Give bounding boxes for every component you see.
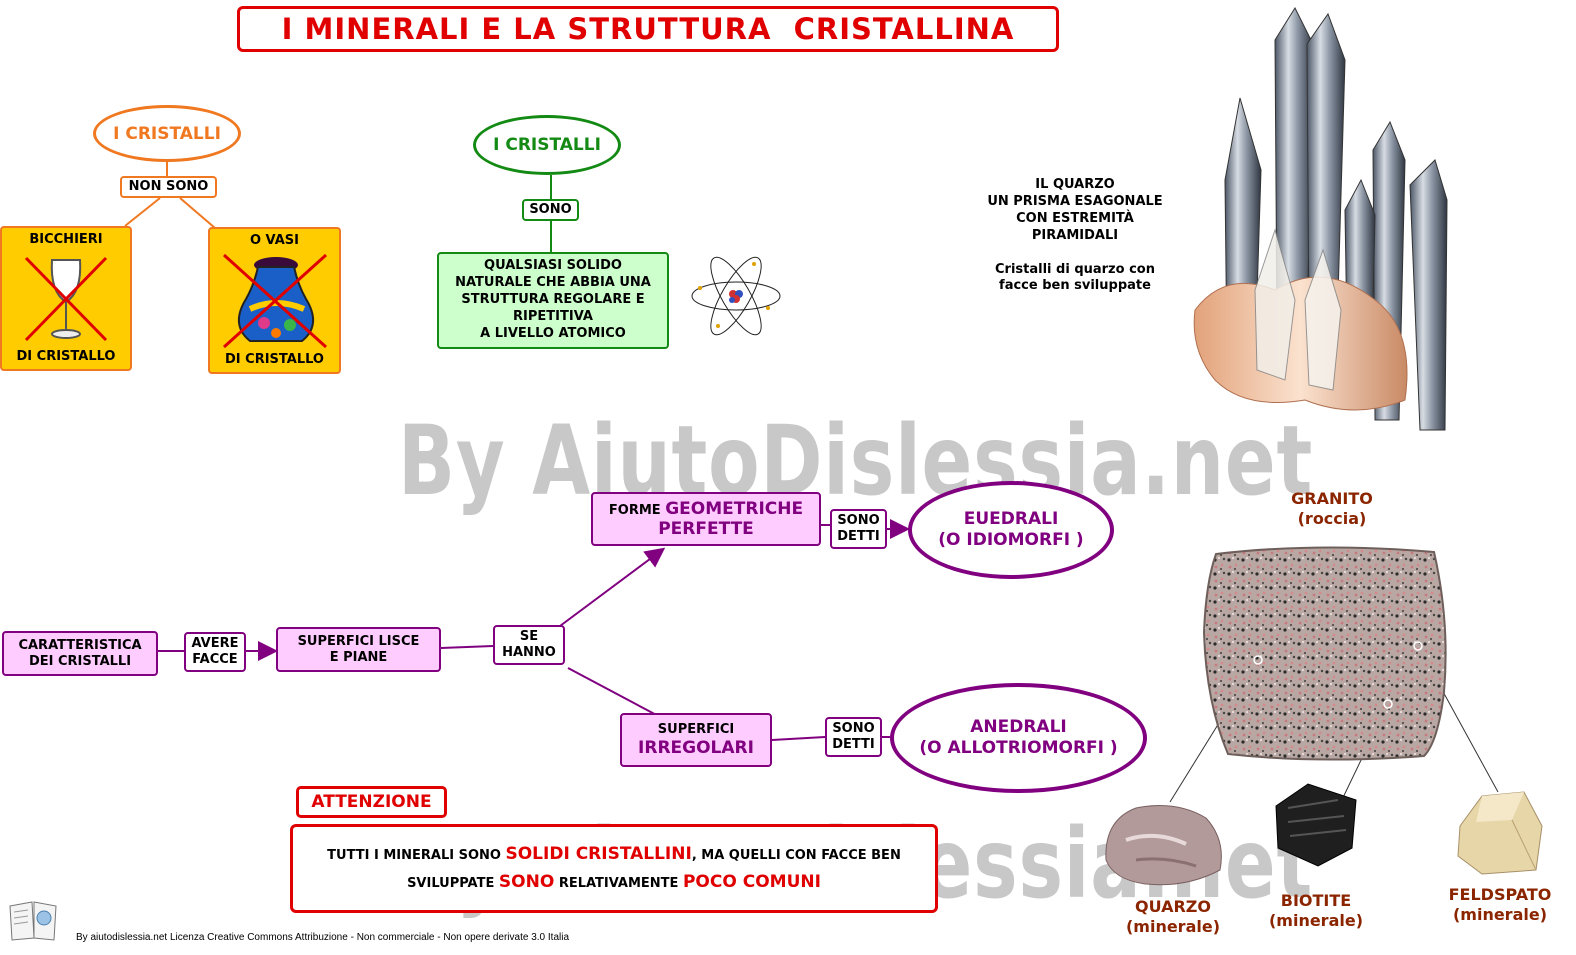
link-sono-detti-lower: SONO DETTI: [825, 717, 882, 757]
mineral-caption-biotite: BIOTITE (minerale): [1256, 891, 1376, 931]
box-bicchieri-bottom: DI CRISTALLO: [16, 349, 116, 364]
attention-emph: SONO: [498, 871, 555, 892]
attention-label: ATTENZIONE: [296, 786, 447, 818]
result-anedrali: ANEDRALI (O ALLOTRIOMORFI ): [890, 683, 1147, 793]
link-sono-detti-upper: SONO DETTI: [830, 509, 887, 549]
center-link-sono: SONO: [522, 199, 579, 221]
mineral-kind: (minerale): [1268, 911, 1364, 930]
definition-line: RIPETITIVA: [513, 308, 593, 324]
box-vasi-bottom: DI CRISTALLO: [225, 352, 324, 367]
mineral-name: BIOTITE: [1280, 891, 1352, 910]
watermark-top: By AiutoDislessia.net: [398, 405, 1314, 517]
quartz-info-line: CON ESTREMITÀ: [1016, 210, 1134, 226]
attention-text: SVILUPPATE: [407, 875, 495, 891]
box-vasi-top: O VASI: [249, 233, 300, 248]
box-superfici-lisce: SUPERFICI LISCE E PIANE: [276, 627, 441, 672]
mineral-name: QUARZO: [1134, 897, 1211, 916]
definition-line: A LIVELLO ATOMICO: [480, 325, 626, 341]
link-line: SONO: [837, 513, 880, 529]
box-bicchieri-top: BICCHIERI: [29, 232, 103, 247]
center-root-ellipse: I CRISTALLI: [473, 115, 621, 175]
box-bicchieri: BICCHIERI DI CRISTALLO: [0, 226, 132, 371]
left-link-label: NON SONO: [128, 179, 209, 195]
box-caratteristica-line: DEI CRISTALLI: [28, 653, 132, 669]
result-euedrali-line: EUEDRALI: [963, 508, 1059, 529]
quartz-caption-line: Cristalli di quarzo con: [995, 261, 1155, 277]
link-line: SONO: [832, 721, 875, 737]
box-forme-prefix: FORME: [608, 502, 661, 518]
link-se-hanno: SE HANNO: [493, 625, 565, 665]
left-root-ellipse: I CRISTALLI: [93, 105, 241, 162]
attention-text: TUTTI I MINERALI SONO: [327, 848, 501, 864]
center-link-label: SONO: [529, 202, 572, 218]
attention-label-text: ATTENZIONE: [311, 791, 432, 812]
quartz-info-line: IL QUARZO: [1035, 177, 1115, 192]
quartz-info-line: PIRAMIDALI: [1031, 227, 1119, 243]
result-euedrali: EUEDRALI (O IDIOMORFI ): [908, 481, 1114, 579]
link-line: SE: [519, 629, 539, 645]
mineral-kind: (minerale): [1452, 905, 1548, 924]
attention-emph: POCO COMUNI: [682, 871, 821, 892]
box-forme-geometriche: FORME GEOMETRICHE PERFETTE: [591, 492, 821, 546]
granite-caption: GRANITO (roccia): [1262, 489, 1402, 529]
feldspar-mineral-image: [1457, 791, 1543, 875]
mineral-name: FELDSPATO: [1448, 885, 1552, 904]
box-superfici-irregolari: SUPERFICI IRREGOLARI: [620, 713, 772, 767]
box-superfici-line: E PIANE: [329, 649, 388, 665]
left-root-label: I CRISTALLI: [113, 123, 221, 144]
link-line: AVERE: [191, 636, 239, 652]
attention-text: , MA QUELLI CON FACCE BEN: [691, 848, 901, 864]
box-irregolari-emph: IRREGOLARI: [638, 737, 754, 758]
quartz-info-line: UN PRISMA ESAGONALE: [987, 193, 1163, 209]
box-forme-emph: GEOMETRICHE: [665, 498, 804, 519]
box-vasi: O VASI DI CRISTALLO: [208, 227, 341, 374]
quartz-mineral-image: [1105, 805, 1222, 886]
atom-icon: [691, 256, 781, 336]
link-line: HANNO: [502, 645, 556, 660]
attention-line1: TUTTI I MINERALI SONO SOLIDI CRISTALLINI…: [327, 841, 901, 868]
center-root-label: I CRISTALLI: [493, 135, 601, 155]
attention-emph: SOLIDI CRISTALLINI: [505, 844, 692, 865]
mineral-caption-quarzo: QUARZO (minerale): [1110, 897, 1236, 937]
link-line: DETTI: [837, 529, 880, 544]
box-superfici-line: SUPERFICI LISCE: [297, 633, 420, 649]
quartz-crystal-image: [1193, 6, 1448, 431]
box-irregolari-line1: SUPERFICI: [657, 722, 735, 737]
definition-box: QUALSIASI SOLIDO NATURALE CHE ABBIA UNA …: [437, 252, 669, 349]
granite-subtitle: (roccia): [1297, 509, 1367, 528]
mineral-caption-feldspato: FELDSPATO (minerale): [1430, 885, 1570, 925]
definition-line: NATURALE CHE ABBIA UNA: [455, 275, 651, 291]
box-forme-line1: FORME GEOMETRICHE: [609, 499, 803, 519]
left-link-non-sono: NON SONO: [120, 176, 217, 198]
link-line: DETTI: [832, 737, 875, 752]
link-line: FACCE: [192, 652, 238, 667]
granite-image: [1202, 546, 1447, 761]
definition-line: STRUTTURA REGOLARE E: [461, 292, 645, 308]
quartz-info: IL QUARZO UN PRISMA ESAGONALE CON ESTREM…: [964, 177, 1186, 295]
attention-box: TUTTI I MINERALI SONO SOLIDI CRISTALLINI…: [290, 824, 938, 913]
biotite-mineral-image: [1275, 783, 1357, 867]
box-caratteristica-line: CARATTERISTICA: [18, 637, 142, 653]
page-title-text: I MINERALI E LA STRUTTURA CRISTALLINA: [281, 11, 1015, 46]
book-logo-icon: [9, 901, 57, 941]
box-forme-emph2: PERFETTE: [658, 519, 754, 539]
page-title: I MINERALI E LA STRUTTURA CRISTALLINA: [237, 6, 1059, 52]
result-anedrali-line: ANEDRALI: [970, 716, 1067, 737]
link-avere-facce: AVERE FACCE: [184, 632, 246, 672]
glass-icon: [24, 256, 108, 342]
definition-line: QUALSIASI SOLIDO: [484, 258, 622, 274]
result-euedrali-line: (O IDIOMORFI ): [938, 530, 1084, 550]
granite-title: GRANITO: [1291, 489, 1373, 508]
vase-icon: [222, 253, 328, 349]
mineral-kind: (minerale): [1125, 917, 1221, 936]
box-caratteristica: CARATTERISTICA DEI CRISTALLI: [2, 631, 158, 676]
result-anedrali-line: (O ALLOTRIOMORFI ): [919, 738, 1118, 758]
footer-license: By aiutodislessia.net Licenza Creative C…: [76, 932, 570, 943]
quartz-caption-line: facce ben sviluppate: [999, 278, 1151, 294]
attention-text: RELATIVAMENTE: [558, 875, 679, 891]
attention-line2: SVILUPPATE SONO RELATIVAMENTE POCO COMUN…: [407, 869, 821, 896]
